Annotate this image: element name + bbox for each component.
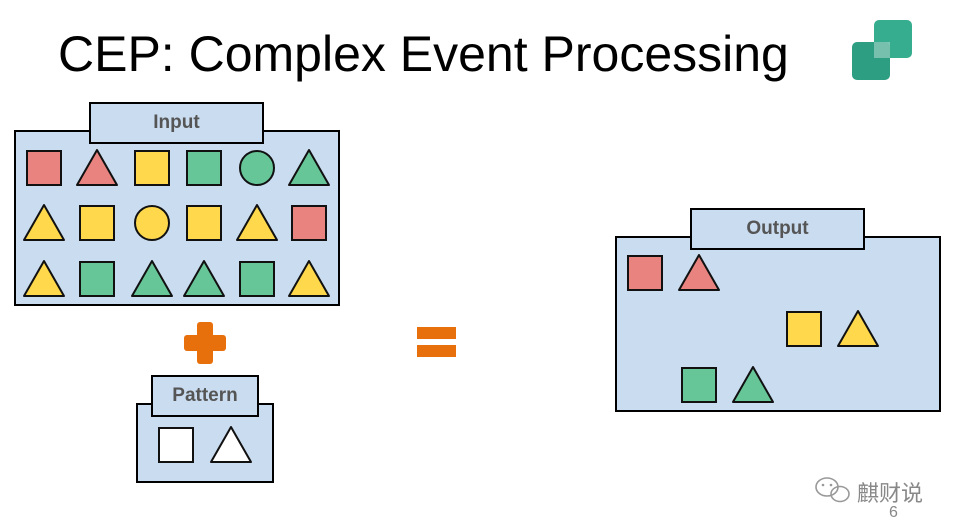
white-triangle-pattern-shape [210, 426, 252, 463]
wechat-icon [815, 477, 850, 503]
green-triangle-input-shape [131, 260, 173, 297]
yellow-square-input-shape [79, 205, 115, 241]
green-triangle-input-shape [288, 149, 330, 186]
yellow-square-output-shape [786, 311, 822, 347]
red-triangle-output-shape [678, 254, 720, 291]
output-label: Output [690, 208, 865, 250]
input-label: Input [89, 102, 264, 144]
red-square-input-shape [26, 150, 62, 186]
page-number: 6 [889, 504, 898, 521]
white-square-pattern-shape [158, 427, 194, 463]
yellow-triangle-output-shape [837, 310, 879, 347]
equals-icon [417, 327, 456, 357]
yellow-square-input-shape [186, 205, 222, 241]
yellow-square-input-shape [134, 150, 170, 186]
watermark-text: 麒财说 [857, 482, 924, 507]
pattern-shapes [158, 426, 252, 463]
yellow-triangle-input-shape [288, 260, 330, 297]
yellow-circle-input-shape [134, 205, 170, 241]
yellow-triangle-input-shape [236, 204, 278, 241]
yellow-triangle-input-shape [23, 204, 65, 241]
red-square-input-shape [291, 205, 327, 241]
green-square-input-shape [79, 261, 115, 297]
plus-icon [184, 322, 226, 364]
pattern-label: Pattern [151, 375, 259, 417]
slide-title: CEP: Complex Event Processing [58, 26, 789, 82]
red-triangle-input-shape [76, 149, 118, 186]
logo-icon [852, 20, 912, 80]
green-square-output-shape [681, 367, 717, 403]
green-square-input-shape [186, 150, 222, 186]
input-shapes [23, 149, 330, 297]
red-square-output-shape [627, 255, 663, 291]
green-circle-input-shape [239, 150, 275, 186]
green-square-input-shape [239, 261, 275, 297]
output-shapes [627, 254, 879, 403]
green-triangle-output-shape [732, 366, 774, 403]
yellow-triangle-input-shape [23, 260, 65, 297]
green-triangle-input-shape [183, 260, 225, 297]
